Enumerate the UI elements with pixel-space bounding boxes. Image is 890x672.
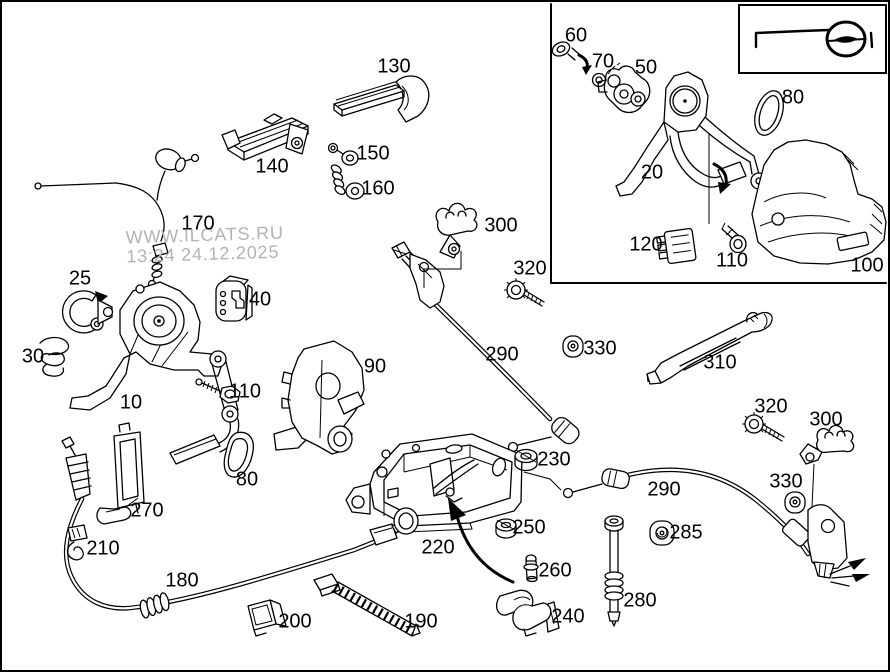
nut-230	[514, 448, 538, 472]
bolt-280	[604, 515, 624, 627]
stud-150	[327, 142, 359, 166]
lever-310	[646, 311, 773, 385]
clip-240	[495, 589, 560, 637]
bracket-270	[96, 422, 145, 525]
pointer-arrow	[448, 498, 515, 584]
fitting-260	[523, 554, 539, 583]
bolt-110-left	[195, 378, 241, 404]
connector-120	[656, 227, 697, 265]
pedal-assembly-10	[69, 281, 240, 465]
switch-50	[597, 62, 651, 114]
clip-200	[247, 599, 287, 637]
grommet-330-right	[784, 491, 806, 514]
screw-60	[551, 41, 592, 75]
bolt-110-inset	[721, 222, 747, 254]
steering-wheel-icon	[754, 20, 874, 58]
pedal-bracket-20	[615, 71, 768, 224]
rear-cable-290-right	[562, 463, 870, 587]
inset-frame	[550, 3, 887, 284]
support-bracket-220	[345, 433, 562, 535]
release-cable-170	[34, 148, 200, 289]
coil-spring-30	[39, 336, 70, 377]
cable-guide-300-center	[391, 202, 478, 309]
nut-250	[495, 518, 517, 539]
seal-80-inset	[754, 90, 784, 136]
screw-320-center	[504, 278, 545, 307]
spring-screw-160	[330, 164, 365, 200]
legend-box	[738, 4, 887, 74]
seal-80-left	[223, 431, 254, 478]
ratchet-segment-140	[221, 113, 309, 161]
cable-guide-300-right	[799, 424, 855, 465]
firewall-panel-100	[751, 139, 887, 265]
cover-130	[333, 75, 430, 123]
grommet-285	[649, 520, 675, 546]
intermediate-cable-290-center	[429, 298, 580, 453]
grommet-330-center	[562, 335, 584, 358]
strap-190	[313, 573, 421, 637]
screw-320-right	[742, 412, 785, 442]
bearing-pad-40	[215, 275, 253, 322]
clip-210	[66, 524, 88, 561]
cover-plate-90	[273, 340, 365, 455]
